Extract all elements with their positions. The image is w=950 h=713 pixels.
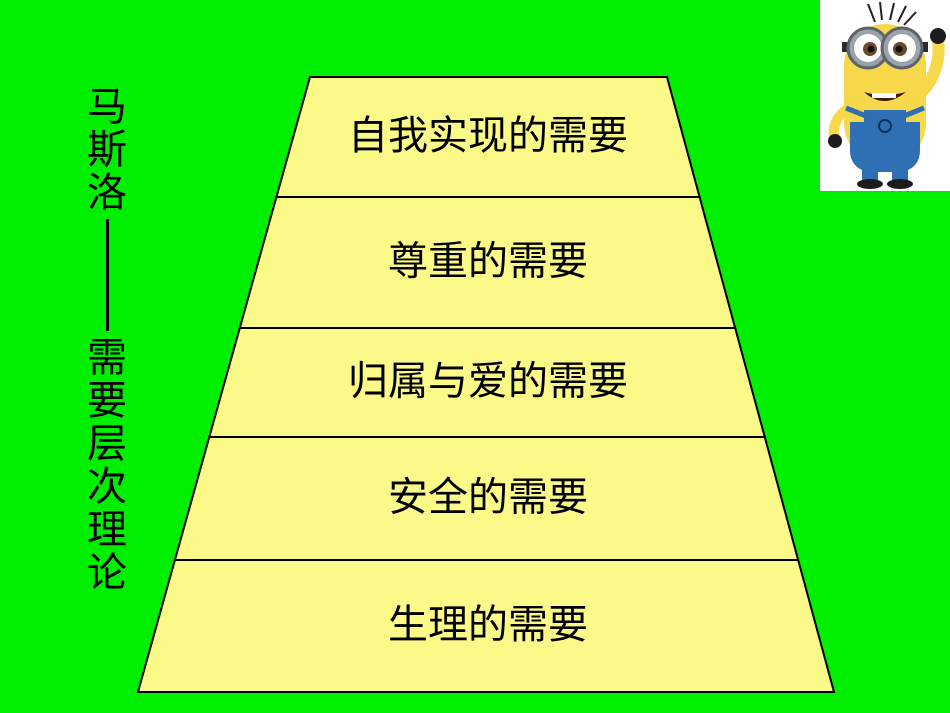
pyramid-level-label: 生理的需要 <box>388 602 588 648</box>
pyramid-level-label: 安全的需要 <box>388 475 588 521</box>
minion-cartoon-icon <box>820 0 950 191</box>
pyramid-level-label: 尊重的需要 <box>388 239 588 285</box>
pyramid-level-label: 归属与爱的需要 <box>348 359 628 405</box>
pyramid-level-label: 自我实现的需要 <box>348 113 628 159</box>
